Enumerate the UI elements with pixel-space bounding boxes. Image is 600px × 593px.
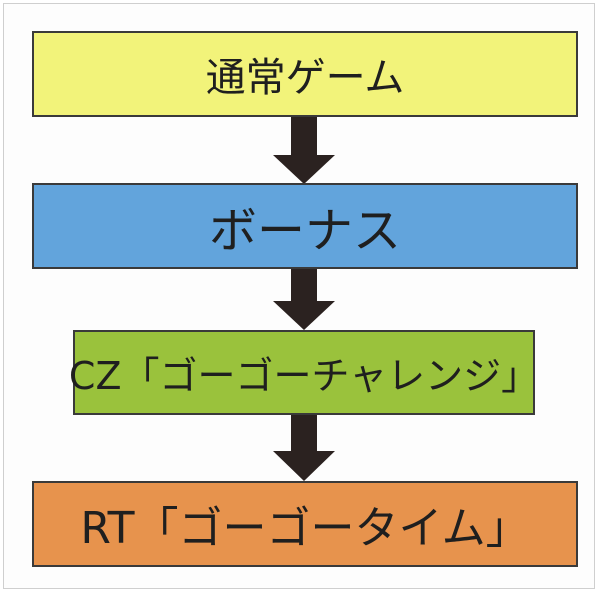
step-bonus: ボーナス bbox=[32, 183, 578, 269]
down-arrow-icon bbox=[273, 415, 335, 481]
step-label: ボーナス bbox=[208, 203, 401, 259]
down-arrow-icon bbox=[273, 117, 335, 184]
step-label: CZ「ゴーゴーチャレンジ」 bbox=[68, 354, 540, 398]
step-label: RT「ゴーゴータイム」 bbox=[80, 503, 530, 554]
step-normal-game: 通常ゲーム bbox=[32, 31, 578, 117]
step-rt-go-go-time: RT「ゴーゴータイム」 bbox=[32, 481, 578, 567]
step-cz-go-go-challenge: CZ「ゴーゴーチャレンジ」 bbox=[69, 330, 539, 415]
down-arrow-icon bbox=[273, 269, 335, 330]
step-label: 通常ゲーム bbox=[205, 55, 405, 101]
diagram-frame: 通常ゲーム ボーナス CZ「ゴーゴーチャレンジ」 RT「ゴーゴータイム」 bbox=[3, 3, 595, 589]
